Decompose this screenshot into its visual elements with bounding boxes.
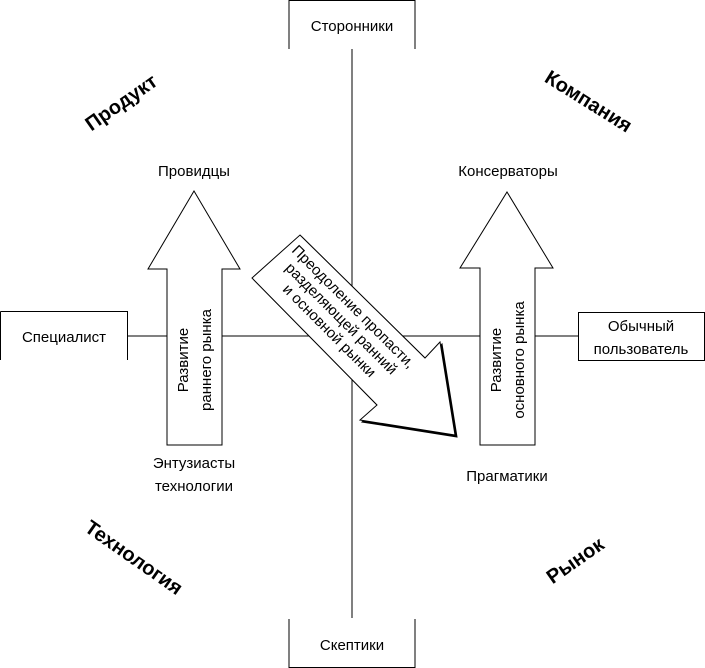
mainstream-market-label-line1: Развитие — [488, 328, 505, 393]
ordinary-user-label-line2: пользователь — [594, 341, 689, 358]
pragmatists-label: Прагматики — [466, 468, 547, 485]
early-market-label-line1: Развитие — [175, 328, 192, 393]
supporters-label: Сторонники — [311, 18, 393, 35]
visionaries-label: Провидцы — [158, 163, 230, 180]
ordinary-user-label-line1: Обычный — [608, 318, 674, 335]
quadrant-technology-label: Технология — [80, 516, 186, 599]
quadrant-market-label: Рынок — [543, 533, 609, 589]
conservatives-label: Консерваторы — [458, 163, 558, 180]
skeptics-box: Скептики — [288, 619, 416, 668]
early-market-arrow: Развитие раннего рынка — [147, 190, 241, 446]
specialist-label: Специалист — [22, 329, 106, 346]
skeptics-label: Скептики — [320, 637, 384, 654]
supporters-box: Сторонники — [288, 0, 416, 49]
mainstream-market-label-line2: основного рынка — [511, 301, 528, 419]
enthusiasts-label-line2: технологии — [155, 478, 233, 495]
chasm-arrow-body — [251, 234, 456, 436]
specialist-box: Специалист — [0, 311, 128, 360]
ordinary-user-box: Обычный пользователь — [578, 312, 705, 361]
early-market-label-line2: раннего рынка — [198, 308, 215, 411]
enthusiasts-label-line1: Энтузиасты — [153, 455, 235, 472]
quadrant-product-label: Продукт — [81, 70, 161, 135]
mainstream-market-arrow: Развитие основного рынка — [459, 191, 554, 446]
quadrant-company-label: Компания — [541, 67, 636, 138]
